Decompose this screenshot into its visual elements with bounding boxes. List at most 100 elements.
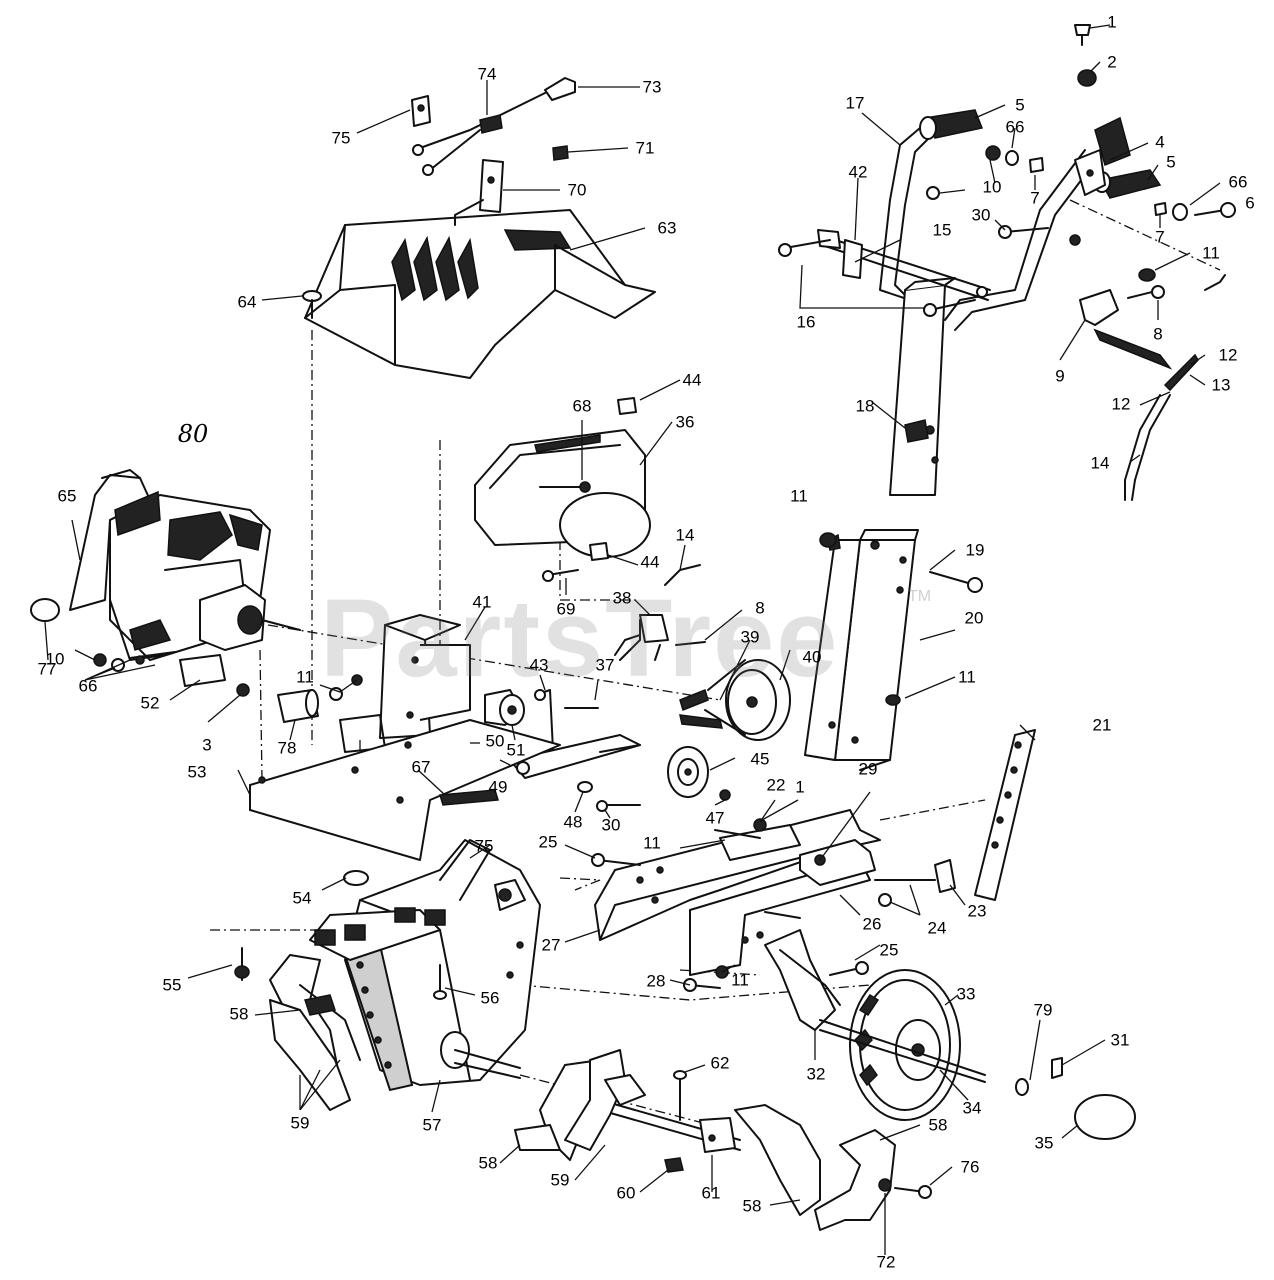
callout-4: 4 <box>1155 132 1165 152</box>
callout-62: 62 <box>710 1053 730 1073</box>
callout-44: 44 <box>640 552 660 572</box>
pulley-shaft-parts <box>179 654 319 723</box>
callout-1-lower: 1 <box>795 777 805 797</box>
callout-58-lower: 58 <box>478 1153 498 1173</box>
throttle-cable-parts <box>411 77 576 226</box>
callout-35: 35 <box>1034 1133 1054 1153</box>
callout-2: 2 <box>1107 52 1117 72</box>
callout-63: 63 <box>657 218 677 238</box>
rod-15 <box>778 229 991 317</box>
callout-68: 68 <box>572 396 592 416</box>
callout-30-lower: 30 <box>601 815 621 835</box>
callout-66-left: 66 <box>78 676 98 696</box>
callout-12: 12 <box>1218 345 1238 365</box>
control-cable-14 <box>1124 353 1199 501</box>
callout-11-bottom: 11 <box>731 970 749 990</box>
callout-11-top: 11 <box>1202 243 1220 263</box>
transmission-57 <box>309 839 541 1092</box>
grips-4-5 <box>919 109 1162 199</box>
callout-54: 54 <box>292 888 312 908</box>
callout-65: 65 <box>57 486 77 506</box>
callout-14: 14 <box>675 525 695 545</box>
callout-78: 78 <box>277 738 297 758</box>
tine-shaft <box>514 1049 932 1231</box>
callout-47: 47 <box>705 808 725 828</box>
callout-1: 1 <box>1107 12 1117 32</box>
callout-12-lower: 12 <box>1111 394 1131 414</box>
idler-parts <box>534 564 709 753</box>
watermark: PartsTree <box>320 577 840 700</box>
callout-43: 43 <box>529 655 549 675</box>
callout-57: 57 <box>422 1115 442 1135</box>
callout-66-right: 66 <box>1228 172 1248 192</box>
callout-41: 41 <box>472 592 492 612</box>
callout-22: 22 <box>766 775 786 795</box>
callout-26: 26 <box>862 914 882 934</box>
callout-79: 79 <box>1033 1000 1053 1020</box>
callout-72: 72 <box>876 1252 896 1272</box>
screw-69 <box>542 569 579 582</box>
callout-45: 45 <box>750 749 770 769</box>
callout-33: 33 <box>956 984 976 1004</box>
callout-11-right: 11 <box>958 667 976 687</box>
leader-lines <box>44 24 1221 1255</box>
knob-1-2 <box>1074 24 1097 87</box>
engine-80 <box>69 469 301 661</box>
callout-28: 28 <box>646 971 666 991</box>
handle-column-20 <box>804 529 919 771</box>
callout-40: 40 <box>802 647 822 667</box>
callout-66: 66 <box>1005 117 1025 137</box>
callout-19: 19 <box>965 540 985 560</box>
callout-18: 18 <box>855 396 875 416</box>
callout-61: 61 <box>701 1183 721 1203</box>
callout-34: 34 <box>962 1098 982 1118</box>
callout-36: 36 <box>675 412 695 432</box>
engine-cover-63 <box>304 209 656 379</box>
callout-11-left: 11 <box>296 667 314 687</box>
callout-31: 31 <box>1110 1030 1130 1050</box>
left-tines-59 <box>269 954 361 1111</box>
callout-15: 15 <box>932 220 952 240</box>
callout-76: 76 <box>960 1157 980 1177</box>
callout-25: 25 <box>538 832 558 852</box>
callout-9: 9 <box>1055 366 1065 386</box>
callout-29: 29 <box>858 759 878 779</box>
callout-71: 71 <box>635 138 655 158</box>
bolts-55-56 <box>234 947 447 1000</box>
callout-48: 48 <box>563 812 583 832</box>
callout-59-lower: 59 <box>550 1170 570 1190</box>
callout-49: 49 <box>488 777 508 797</box>
idler-arm-parts <box>509 734 731 812</box>
callout-21: 21 <box>1092 715 1112 735</box>
callout-51: 51 <box>506 740 526 760</box>
screw-64 <box>302 290 322 319</box>
callout-7: 7 <box>1030 188 1040 208</box>
callout-74: 74 <box>477 64 497 84</box>
callout-7-right: 7 <box>1155 227 1165 247</box>
callout-24: 24 <box>927 918 947 938</box>
callout-70: 70 <box>567 180 587 200</box>
handle-hardware <box>926 145 1236 246</box>
callout-10: 10 <box>982 177 1002 197</box>
clips-44 <box>589 397 637 561</box>
callout-16: 16 <box>796 312 816 332</box>
callout-58: 58 <box>229 1004 249 1024</box>
callout-50: 50 <box>485 731 505 751</box>
callout-20: 20 <box>964 608 984 628</box>
callout-64: 64 <box>237 292 257 312</box>
callout-11-column: 11 <box>790 486 808 506</box>
bolt-19 <box>819 532 983 593</box>
callout-38: 38 <box>612 588 632 608</box>
base-plate-53 <box>249 719 561 861</box>
callout-56: 56 <box>480 988 500 1008</box>
belt-cover-36 <box>474 429 651 558</box>
callout-42: 42 <box>848 162 868 182</box>
callout-53: 53 <box>187 762 207 782</box>
control-lever-9 <box>1079 268 1226 370</box>
callout-5: 5 <box>1015 95 1025 115</box>
callout-11-frame: 11 <box>643 833 661 853</box>
wheel-33 <box>819 969 1136 1140</box>
callout-32: 32 <box>806 1064 826 1084</box>
